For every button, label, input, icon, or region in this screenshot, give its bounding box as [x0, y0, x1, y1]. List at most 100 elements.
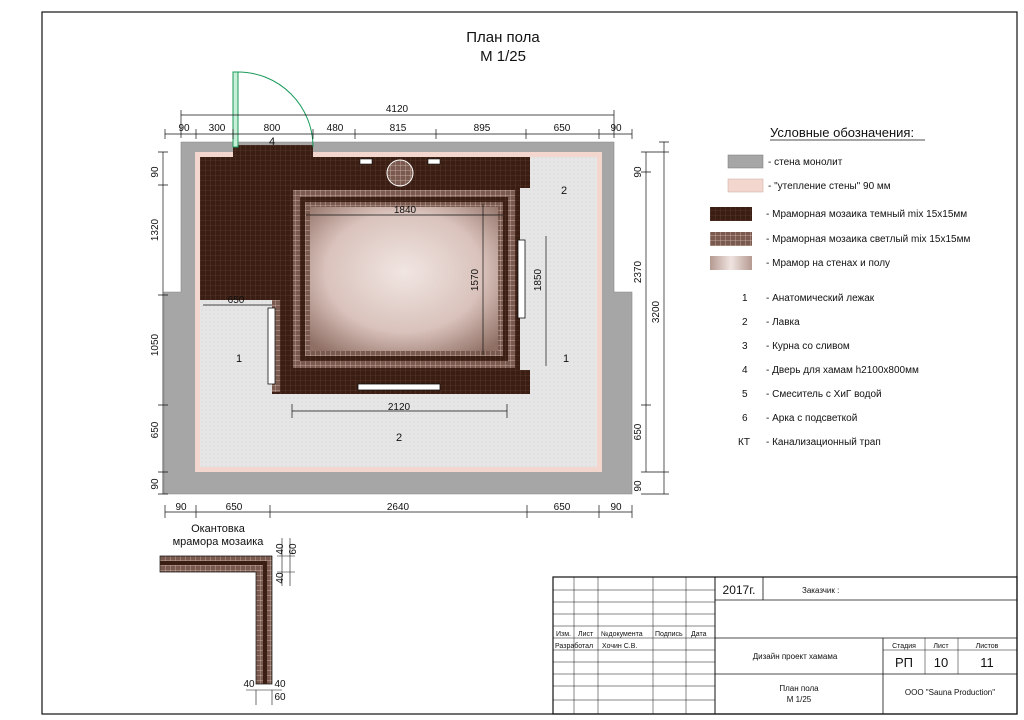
swatch-light-mosaic [710, 232, 752, 246]
swatch-wall [727, 154, 764, 169]
dim-bottom-3: 650 [554, 502, 571, 513]
legend-num-4: 4 [742, 365, 748, 376]
dim-left-0: 90 [150, 166, 161, 178]
trim-caption-1: Окантовка [191, 523, 246, 535]
light-strip-bottom [357, 383, 441, 391]
legend-num-1: 1 [742, 293, 748, 304]
dim-top-7: 90 [610, 123, 622, 134]
swatch-insulation [727, 178, 764, 193]
dim-inner-bottom: 2120 [388, 402, 411, 413]
legend-item-4: - Дверь для хамам h2100x800мм [766, 365, 919, 376]
label-bench-bottom: 2 [396, 432, 402, 444]
legend-marble: - Мрамор на стенах и полу [766, 258, 890, 269]
dim-left-1: 1320 [150, 218, 161, 241]
legend-wall: - стена монолит [768, 157, 843, 168]
trim-caption-2: мрамора мозаика [173, 536, 265, 548]
legend-title: Условные обозначения: [770, 125, 914, 140]
legend-num-2: 2 [742, 317, 748, 328]
basin-kurna [386, 159, 414, 187]
dim-inner-top: 1840 [394, 205, 417, 216]
legend-dark-mosaic: - Мраморная мозаика темный mix 15x15мм [766, 209, 967, 220]
stamp-col-doc: №документа [601, 631, 643, 638]
trim-dim-40c: 40 [243, 679, 255, 690]
legend-item-5: - Смеситель с ХиГ водой [766, 389, 882, 400]
stamp-scale: М 1/25 [787, 695, 812, 704]
dim-right-top: 90 [633, 166, 644, 178]
dim-top-total: 4120 [386, 104, 409, 115]
trim-detail-corner [159, 555, 273, 685]
dim-top-2: 800 [264, 123, 281, 134]
stamp-col-date: Дата [691, 631, 707, 638]
stamp-year: 2017г. [723, 583, 756, 597]
stamp-drawing: План пола [779, 684, 819, 693]
stamp-col-sign: Подпись [655, 631, 683, 638]
stamp-sheet: 10 [934, 655, 948, 670]
stamp-sheets-header: Листов [976, 643, 999, 650]
dim-bottom-0: 90 [175, 502, 187, 513]
stamp-developed: Разработал [555, 642, 593, 650]
dim-top-3: 480 [327, 123, 344, 134]
dim-right-inner: 2370 [633, 260, 644, 283]
stamp-project: Дизайн проект хамама [753, 652, 838, 661]
stamp-col-list: Лист [578, 631, 594, 638]
dim-inner-left-h: 1570 [470, 268, 481, 291]
dim-left-3: 650 [150, 421, 161, 438]
stamp-company: ООО "Sauna Production" [905, 688, 995, 697]
dim-top-5: 895 [474, 123, 491, 134]
label-bench-top-right: 2 [561, 185, 567, 197]
dim-top-1: 300 [209, 123, 226, 134]
door-swing [232, 71, 314, 148]
dim-bench-left-w: 650 [228, 295, 245, 306]
mixer-left [359, 158, 373, 165]
legend-item-3: - Курна со сливом [766, 341, 850, 352]
dim-inner-right-h: 1850 [533, 268, 544, 291]
label-door: 4 [269, 136, 275, 148]
dim-top-4: 815 [390, 123, 407, 134]
title-block [552, 576, 1018, 715]
dim-left-2: 1050 [150, 333, 161, 356]
stamp-developer: Хочин С.В. [602, 643, 637, 650]
dim-top-0: 90 [178, 123, 190, 134]
dim-bottom-1: 650 [226, 502, 243, 513]
swatch-marble [710, 256, 752, 270]
swatch-dark-mosaic [710, 207, 752, 221]
legend-item-2: - Лавка [766, 317, 800, 328]
trim-dim-40b: 40 [275, 572, 286, 584]
light-strip-right [517, 239, 526, 319]
trim-dim-40a: 40 [275, 543, 286, 555]
stamp-customer: Заказчик : [802, 586, 839, 595]
dim-right-outer: 3200 [651, 300, 662, 323]
legend-num-5: 5 [742, 389, 748, 400]
plan-title: План пола [466, 29, 540, 46]
plan-scale: М 1/25 [480, 48, 526, 65]
legend-num-3: 3 [742, 341, 748, 352]
stamp-col-izm: Изм. [556, 631, 571, 638]
legend-item-1: - Анатомический лежак [766, 293, 875, 304]
sheet-frame [41, 11, 1018, 715]
label-bench-left: 1 [236, 353, 242, 365]
dim-right-bottom: 650 [633, 423, 644, 440]
legend-num-6: 6 [742, 413, 748, 424]
stamp-sheets: 11 [980, 655, 994, 670]
legend-item-kt: - Канализационный трап [766, 437, 881, 448]
marble-floor-center [310, 207, 498, 351]
legend-swatches [710, 154, 764, 270]
label-bench-right: 1 [563, 353, 569, 365]
light-strip-left [267, 307, 276, 385]
stamp-stage: РП [895, 655, 913, 670]
mixer-right [427, 158, 441, 165]
dim-bottom-2: 2640 [387, 502, 410, 513]
dim-top-6: 650 [554, 123, 571, 134]
stamp-sheet-header: Лист [933, 643, 949, 650]
dim-bottom-4: 90 [610, 502, 622, 513]
legend-insulation: - "утепление стены" 90 мм [768, 181, 891, 192]
door-threshold [233, 145, 313, 159]
dim-left-4: 90 [150, 478, 161, 490]
trim-dim-60a: 60 [288, 543, 299, 555]
legend-item-6: - Арка с подсветкой [766, 413, 857, 424]
stamp-stage-header: Стадия [892, 643, 916, 650]
dim-right-bottom-90: 90 [633, 480, 644, 492]
trim-dim-60b: 60 [274, 692, 286, 703]
legend-light-mosaic: - Мраморная мозаика светлый mix 15x15мм [766, 234, 970, 245]
